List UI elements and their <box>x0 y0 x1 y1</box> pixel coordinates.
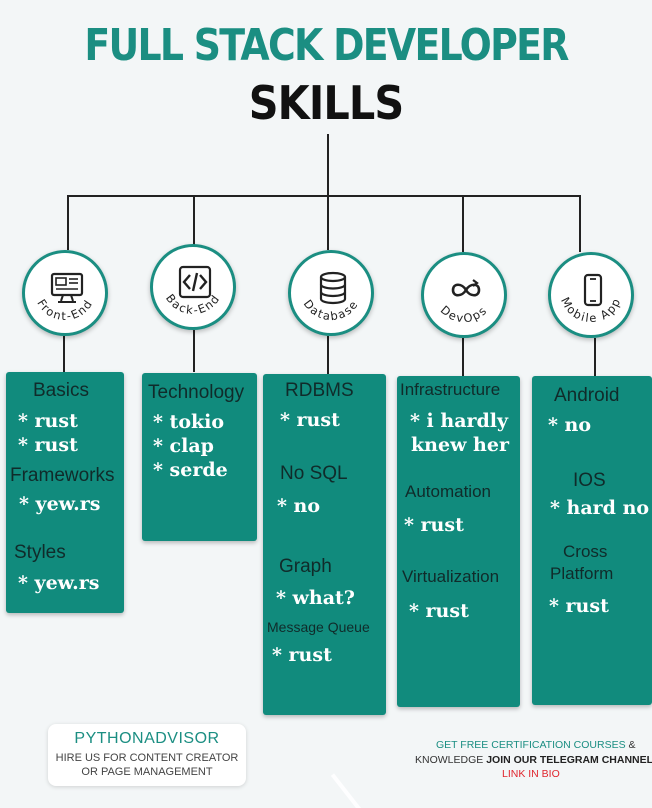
badge-devops: DevOps <box>421 252 507 338</box>
item-technology-1: * tokio <box>153 411 225 433</box>
badge-mobile-app: Mobile App <box>548 252 634 338</box>
item-technology-2: * clap <box>153 435 214 457</box>
database-icon <box>319 271 347 305</box>
code-icon <box>178 265 212 299</box>
title-line-2: SKILLS <box>248 76 404 130</box>
connector-link-3 <box>327 336 329 374</box>
connector-drop-2 <box>193 195 195 247</box>
heading-basics: Basics <box>33 380 89 401</box>
connector-trunk <box>327 134 329 196</box>
badge-label-back-end: Back-End <box>163 291 223 317</box>
heading-rdbms: RDBMS <box>285 380 354 401</box>
connector-drop-1 <box>67 195 69 250</box>
badge-back-end: Back-End <box>150 244 236 330</box>
heading-frameworks: Frameworks <box>10 465 115 486</box>
item-technology-3: * serde <box>153 459 228 481</box>
item-basics-1: * rust <box>18 410 78 432</box>
item-virtualization-1: * rust <box>409 600 469 622</box>
connector-link-2 <box>193 330 195 372</box>
item-mq-1: * rust <box>272 644 332 666</box>
footer-promo-line-2: KNOWLEDGE JOIN OUR TELEGRAM CHANNEL <box>415 754 652 766</box>
heading-android: Android <box>554 385 620 406</box>
badge-label-mobile-app: Mobile App <box>558 295 624 325</box>
footer-hire-line-2: OR PAGE MANAGEMENT <box>81 766 213 778</box>
card-back-end: Technology * tokio * clap * serde <box>142 373 257 541</box>
connector-link-5 <box>594 338 596 376</box>
heading-graph: Graph <box>279 556 332 577</box>
heading-automation: Automation <box>405 482 491 501</box>
promo-join: JOIN OUR TELEGRAM CHANNEL <box>486 754 652 766</box>
heading-message-queue: Message Queue <box>267 619 370 635</box>
heading-platform: Platform <box>550 564 614 583</box>
item-infra-2: knew her <box>411 434 509 456</box>
connector-link-4 <box>462 338 464 376</box>
item-automation-1: * rust <box>404 514 464 536</box>
heading-styles: Styles <box>14 542 66 563</box>
connector-drop-5 <box>579 195 581 252</box>
item-ios-1: * hard no <box>550 497 650 519</box>
item-graph-1: * what? <box>276 587 355 609</box>
heading-infrastructure: Infrastructure <box>400 380 501 399</box>
card-mobile-app: Android * no IOS * hard no Cross Platfor… <box>532 376 652 705</box>
badge-label-front-end: Front-End <box>34 296 95 323</box>
heading-virtualization: Virtualization <box>402 567 500 586</box>
item-frameworks-1: * yew.rs <box>19 493 101 515</box>
heading-technology: Technology <box>148 382 245 403</box>
item-cross-1: * rust <box>549 595 609 617</box>
footer-brand: PYTHONADVISOR <box>74 730 220 747</box>
connector-link-1 <box>63 336 65 373</box>
heading-ios: IOS <box>573 470 606 491</box>
footer-brand-box: PYTHONADVISOR HIRE US FOR CONTENT CREATO… <box>48 724 246 786</box>
decorative-streak <box>330 773 362 808</box>
item-android-1: * no <box>548 414 592 436</box>
connector-drop-4 <box>462 195 464 252</box>
footer-promo-line-1: GET FREE CERTIFICATION COURSES & <box>436 739 636 751</box>
heading-cross: Cross <box>563 542 608 561</box>
title-line-1: FULL STACK DEVELOPER <box>84 20 569 71</box>
card-front-end: Basics * rust * rust Frameworks * yew.rs… <box>6 372 124 613</box>
badge-front-end: Front-End <box>22 250 108 336</box>
monitor-icon <box>50 272 84 303</box>
heading-nosql: No SQL <box>280 463 348 484</box>
footer-hire-text: HIRE US FOR CONTENT CREATOR OR PAGE MANA… <box>48 751 246 779</box>
promo-knowledge: KNOWLEDGE <box>415 754 487 766</box>
item-styles-1: * yew.rs <box>18 572 100 594</box>
smartphone-icon <box>583 273 603 307</box>
item-basics-2: * rust <box>18 434 78 456</box>
card-database: RDBMS * rust No SQL * no Graph * what? M… <box>263 374 386 715</box>
promo-courses: GET FREE CERTIFICATION COURSES <box>436 739 626 751</box>
card-devops: Infrastructure * i hardly knew her Autom… <box>397 376 520 707</box>
promo-amp: & <box>625 739 636 751</box>
connector-drop-3 <box>327 195 329 250</box>
connector-bar <box>67 195 581 197</box>
infinity-loop-icon <box>451 279 481 297</box>
badge-label-devops: DevOps <box>438 303 490 326</box>
item-infra-1: * i hardly <box>410 410 509 432</box>
badge-label-database: Database <box>301 297 362 323</box>
badge-database: Database <box>288 250 374 336</box>
item-nosql-1: * no <box>277 495 321 517</box>
footer-hire-line-1: HIRE US FOR CONTENT CREATOR <box>55 752 239 764</box>
footer-promo-link[interactable]: LINK IN BIO <box>502 768 560 780</box>
item-rdbms-1: * rust <box>280 409 340 431</box>
